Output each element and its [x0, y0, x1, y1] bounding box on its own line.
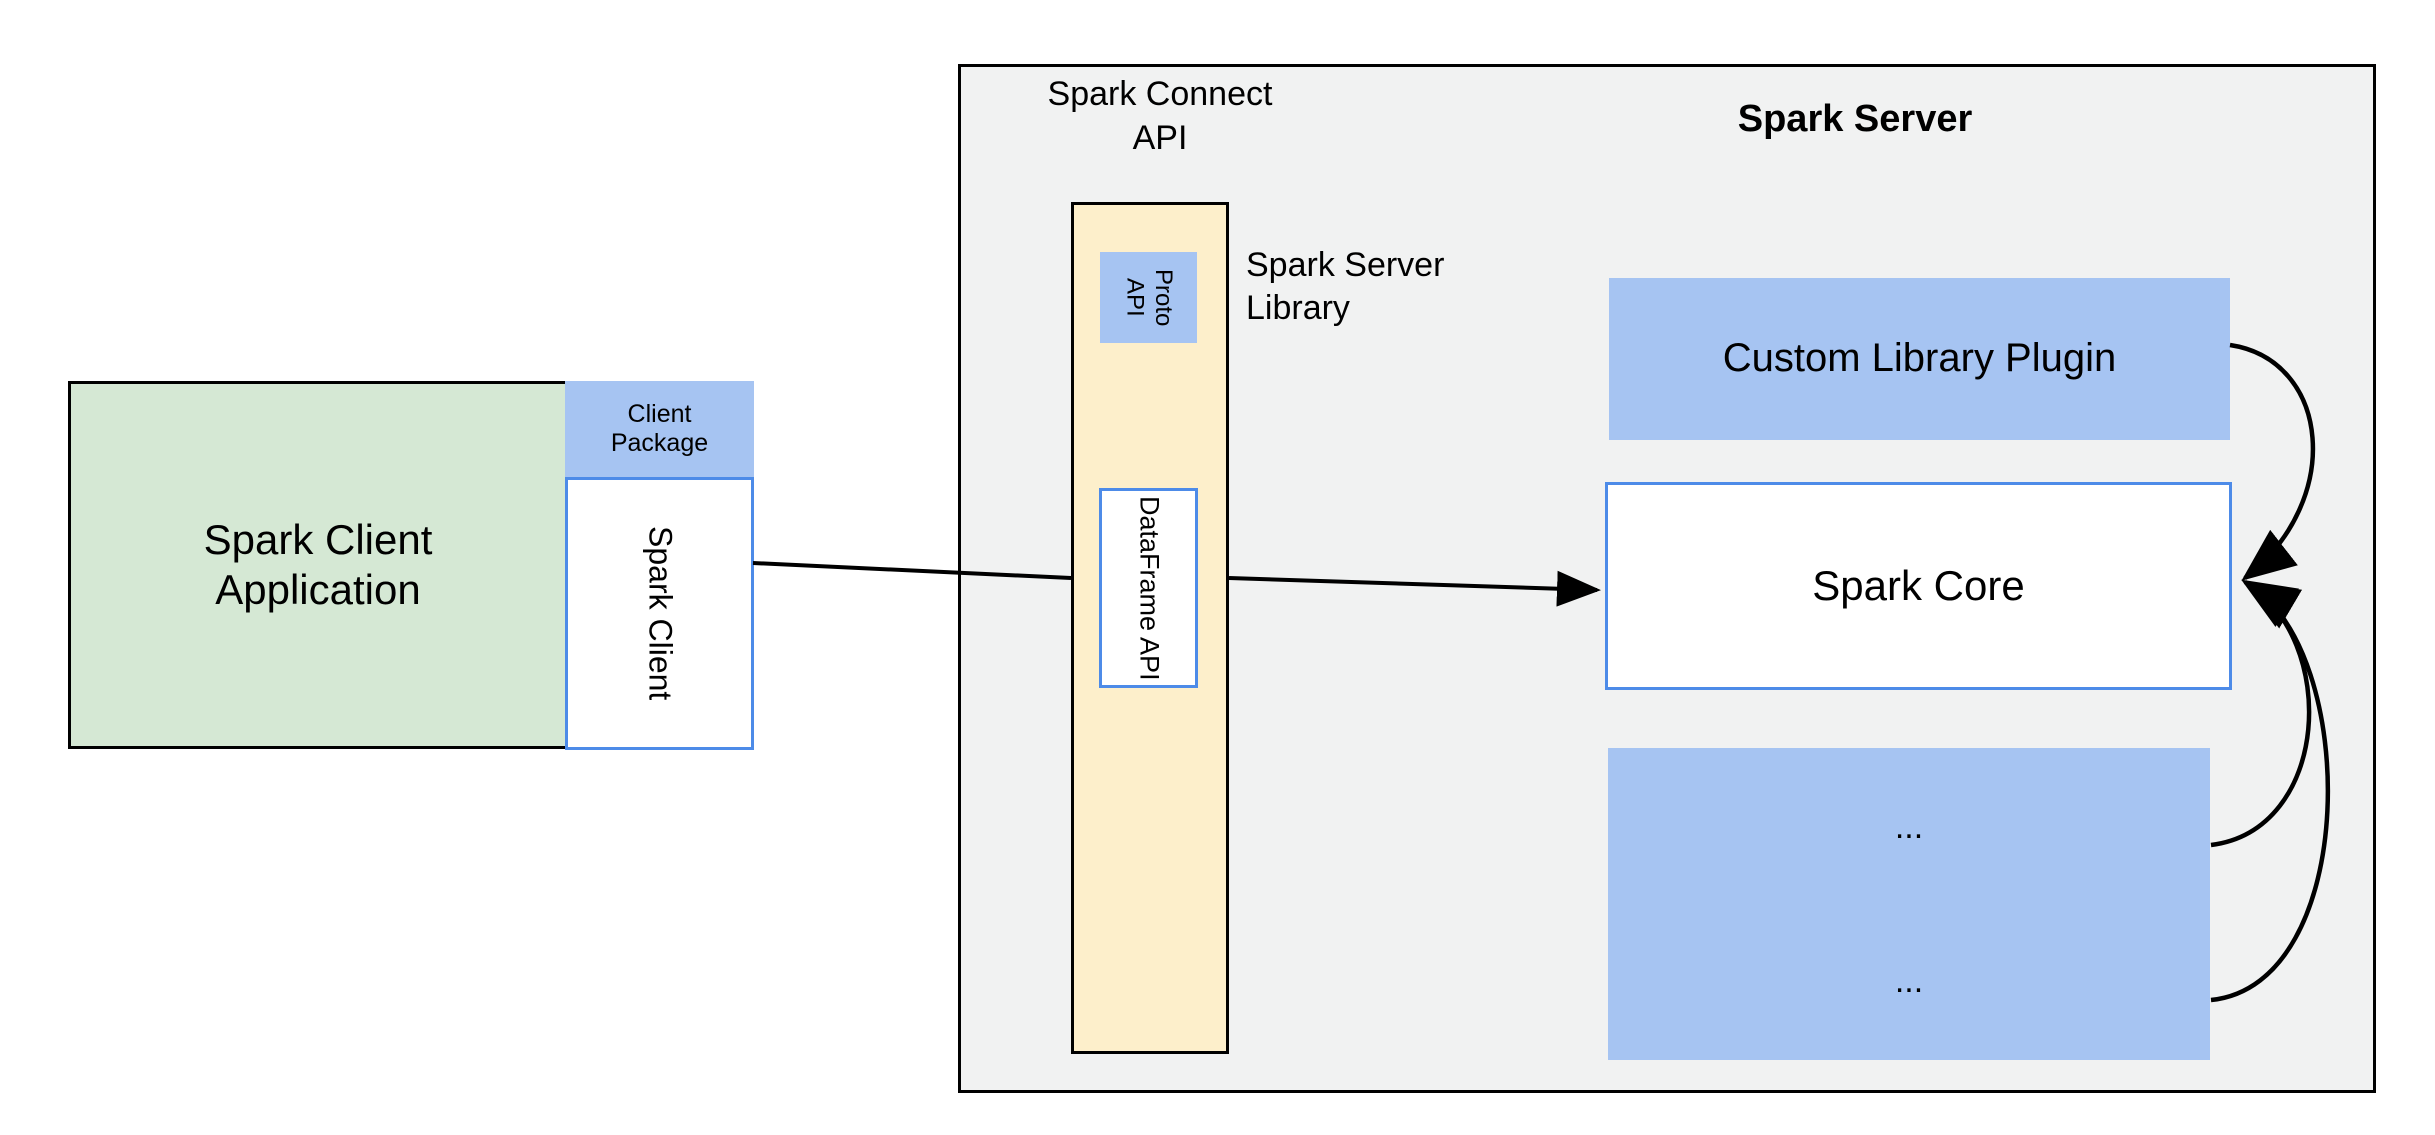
ellipsis-label-1: ... [1894, 807, 1924, 846]
spark-server-library-label: Spark Server Library [1246, 246, 1445, 327]
ellipsis-box-2[interactable]: ... [1608, 902, 2210, 1060]
dataframe-api-box[interactable]: DataFrame API [1099, 488, 1198, 688]
spark-client-application-box[interactable]: Spark Client Application [68, 381, 568, 749]
ellipsis-label-2: ... [1894, 961, 1924, 1000]
ellipsis-box-1[interactable]: ... [1608, 748, 2210, 906]
spark-client-label: Spark Client [642, 526, 679, 701]
proto-api-box[interactable]: Proto API [1100, 252, 1197, 343]
spark-server-title: Spark Server [1737, 97, 1973, 140]
spark-client-application-label: Spark Client Application [203, 516, 433, 613]
dataframe-api-label: DataFrame API [1134, 495, 1165, 681]
spark-client-box[interactable]: Spark Client [565, 477, 754, 750]
spark-core-box[interactable]: Spark Core [1605, 482, 2232, 690]
spark-core-label: Spark Core [1812, 562, 2025, 610]
spark-connect-api-label: Spark Connect API [1047, 75, 1273, 158]
client-package-label: Client Package [610, 399, 709, 458]
custom-library-plugin-label: Custom Library Plugin [1722, 336, 2117, 381]
client-package-box[interactable]: Client Package [565, 381, 754, 477]
custom-library-plugin-box[interactable]: Custom Library Plugin [1609, 278, 2230, 440]
proto-api-label: Proto API [1121, 268, 1177, 327]
